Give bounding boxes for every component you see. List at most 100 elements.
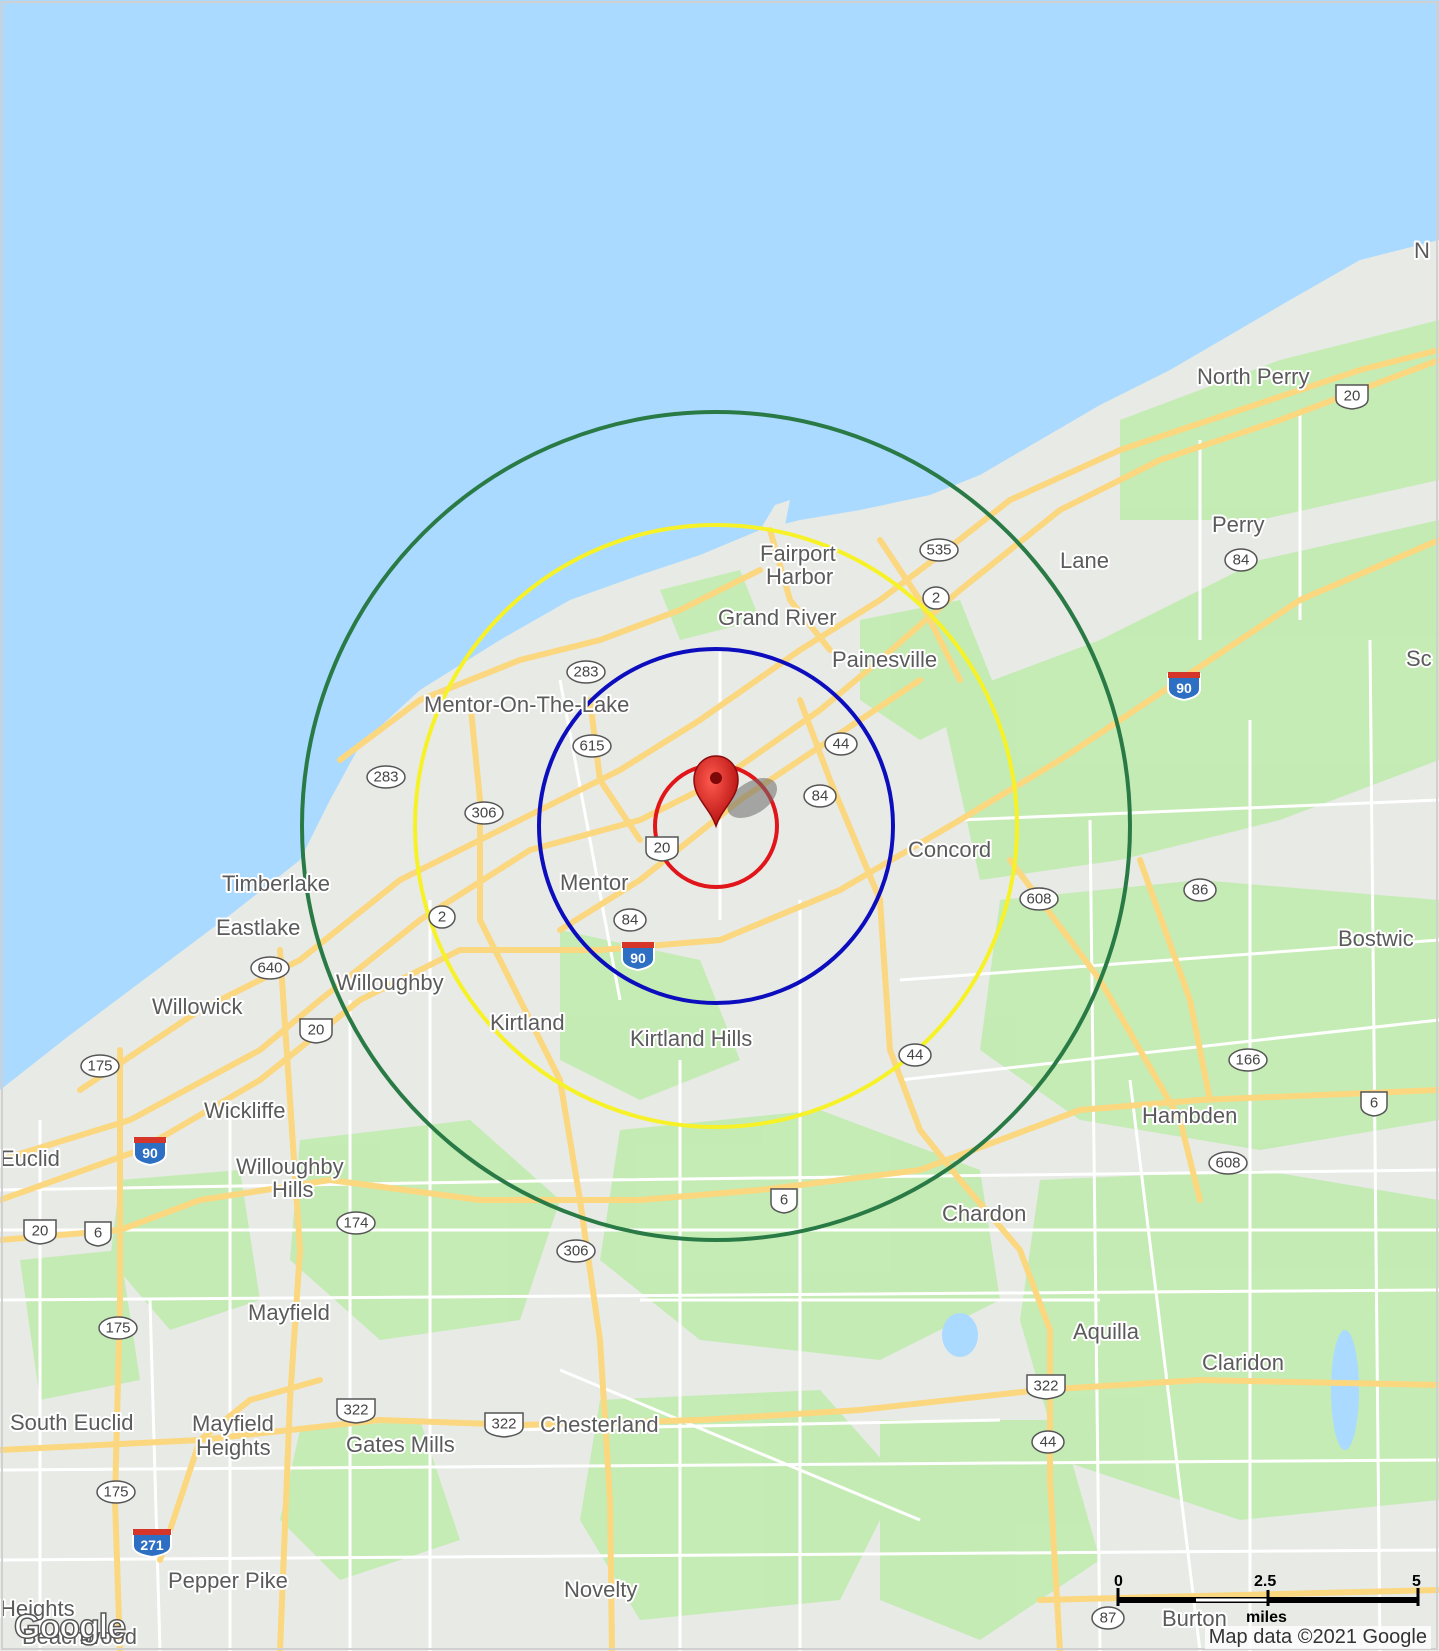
inland-ponds: [942, 1313, 1359, 1450]
route-number: 306: [471, 805, 496, 822]
location-pin[interactable]: [693, 755, 786, 829]
place-label: Fairport: [760, 541, 836, 566]
place-label: Mayfield: [192, 1411, 274, 1436]
map-attribution[interactable]: Map data ©2021 Google: [1204, 1626, 1431, 1649]
route-shield: 2: [428, 905, 456, 929]
route-shield: 322: [336, 1398, 376, 1424]
ring-2: [413, 523, 1019, 1129]
place-label: Beachwood: [22, 1624, 137, 1649]
place-label: Mentor-On-The-Lake: [424, 692, 629, 717]
route-shield: 90: [133, 1137, 167, 1167]
route-shield: 166: [1228, 1048, 1268, 1072]
place-label: Harbor: [766, 564, 833, 589]
place-label: Perry: [1212, 512, 1265, 537]
route-shield: 90: [1167, 672, 1201, 702]
place-label: Lane: [1060, 548, 1109, 573]
route-shield: 608: [1019, 887, 1059, 911]
route-shield: 20: [23, 1219, 57, 1245]
pin-shadow: [727, 778, 778, 818]
place-label: Sc: [1406, 646, 1432, 671]
place-label: Gates Mills: [346, 1432, 455, 1457]
pin-dot: [710, 772, 722, 784]
place-label: Pepper Pike: [168, 1568, 288, 1593]
route-number: 271: [140, 1537, 164, 1553]
route-number: 90: [630, 950, 646, 966]
route-shield: 283: [366, 765, 406, 789]
minor-roads: [0, 410, 1439, 1651]
place-label: Chesterland: [540, 1412, 659, 1437]
ring-1: [537, 647, 895, 1005]
place-label: Aquilla: [1073, 1319, 1140, 1344]
route-shield: 20: [645, 836, 679, 862]
place-label: Eastlake: [216, 915, 300, 940]
scale-tick-1: 2.5: [1254, 1573, 1276, 1590]
place-label: Kirtland: [490, 1010, 565, 1035]
route-shield: 640: [250, 956, 290, 980]
route-shield: 174: [336, 1211, 376, 1235]
route-number: 44: [1040, 1434, 1057, 1451]
place-label: Willoughby: [236, 1154, 344, 1179]
place-label: Timberlake: [222, 871, 330, 896]
place-label: Chardon: [942, 1201, 1026, 1226]
google-logo[interactable]: Google: [13, 1607, 127, 1647]
place-label: Bostwic: [1338, 926, 1414, 951]
route-number: 166: [1235, 1052, 1260, 1069]
route-shield: 6: [1360, 1091, 1388, 1117]
scale-tick-0: 0: [1114, 1573, 1123, 1590]
route-shield: 322: [484, 1412, 524, 1438]
scale-tick-2: 5: [1412, 1573, 1421, 1590]
route-shield: 608: [1208, 1151, 1248, 1175]
route-shield: 6: [770, 1188, 798, 1214]
place-label: Mentor: [560, 870, 628, 895]
route-shield: 6: [84, 1221, 112, 1247]
place-label: Wickliffe: [204, 1098, 286, 1123]
route-number: 322: [491, 1416, 516, 1433]
place-labels: North Perry Perry Lane Fairport Harbor G…: [0, 236, 1434, 1651]
harbor-spit: [760, 500, 790, 530]
route-number: 90: [142, 1145, 158, 1161]
place-label: Heights: [196, 1435, 271, 1460]
route-shield: 306: [556, 1239, 596, 1263]
route-shield: 44: [1031, 1430, 1065, 1454]
place-label: Hambden: [1142, 1103, 1237, 1128]
route-number: 44: [833, 736, 850, 753]
route-number: 175: [87, 1058, 112, 1075]
route-number: 175: [105, 1320, 130, 1337]
route-shield: 86: [1183, 878, 1217, 902]
route-number: 6: [1370, 1095, 1378, 1112]
route-shield: 87: [1091, 1606, 1125, 1630]
route-shield: 2: [922, 586, 950, 610]
route-number: 283: [573, 664, 598, 681]
place-label: Concord: [908, 837, 991, 862]
route-number: 640: [257, 960, 282, 977]
place-label: Mayfield: [248, 1300, 330, 1325]
place-label: Kirtland Hills: [630, 1026, 752, 1051]
route-number: 84: [622, 912, 639, 929]
route-number: 20: [32, 1223, 49, 1240]
route-number: 90: [1176, 680, 1192, 696]
route-shield: 535: [919, 538, 959, 562]
place-label: Willoughby: [336, 970, 444, 995]
route-number: 322: [343, 1402, 368, 1419]
park-areas: [20, 320, 1439, 1640]
pin-icon: [693, 755, 739, 829]
route-number: 2: [438, 909, 446, 926]
route-shield: 90: [621, 942, 655, 972]
route-number: 174: [343, 1215, 368, 1232]
ring-3: [300, 410, 1132, 1242]
route-number: 283: [373, 769, 398, 786]
route-shield: 84: [803, 784, 837, 808]
route-shield: 322: [1026, 1374, 1066, 1400]
place-label: Euclid: [0, 1146, 60, 1171]
place-label: Claridon: [1202, 1350, 1284, 1375]
route-number: 6: [94, 1225, 102, 1242]
route-shield: 44: [898, 1043, 932, 1067]
route-shield: 283: [566, 660, 606, 684]
route-number: 44: [907, 1047, 924, 1064]
route-shield: 175: [80, 1054, 120, 1078]
route-shield: 615: [572, 734, 612, 758]
route-number: 322: [1033, 1378, 1058, 1395]
